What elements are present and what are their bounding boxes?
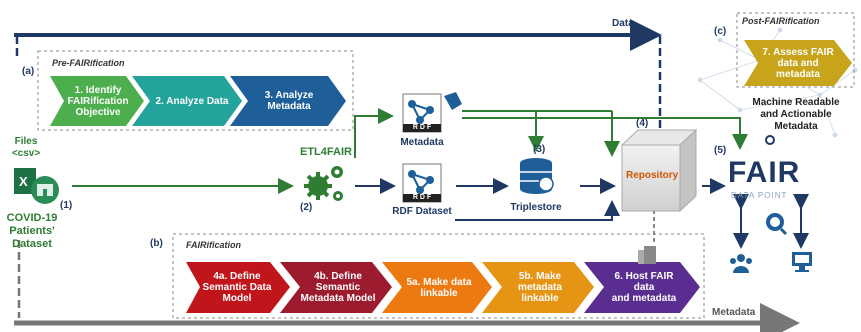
link-icon <box>765 135 775 145</box>
etl4fair-label: ETL4FAIR <box>300 146 352 158</box>
triplestore-icon <box>520 158 554 194</box>
fdp-title: FAIR <box>728 156 801 189</box>
machine-readable-label: Machine Readable and Actionable Metadata <box>752 97 840 132</box>
step-3-shape <box>230 76 346 126</box>
pre-fairification-box <box>37 50 354 131</box>
step-5b-label: 5b. Make metadata linkable <box>518 271 562 304</box>
rdf-to-repository-arrow <box>455 200 620 221</box>
metadata-label: Metadata <box>400 137 444 148</box>
section-c-tag: (c) <box>714 26 727 37</box>
section-a-tag: (a) <box>22 66 35 77</box>
step-2-label: 2. Analyze Data <box>155 95 229 107</box>
section-b-tag: (b) <box>150 238 163 249</box>
step-5b-shape <box>482 262 594 313</box>
step-4a-label: 4a. Define Semantic Data Model <box>202 271 272 304</box>
post-fairification-box <box>736 12 855 88</box>
triplestore-number: (3) <box>533 144 546 155</box>
gears-icon <box>304 166 343 201</box>
step-5a-label: 5a. Make data linkable <box>406 276 472 299</box>
step-1-label: 1. Identify FAIRification Objective <box>67 84 129 118</box>
computer-icon <box>792 252 812 272</box>
section-a-title: Pre-FAIRification <box>52 58 125 68</box>
users-icon <box>730 254 752 273</box>
fairification-box <box>172 233 705 319</box>
step-3-label: 3. Analyze Metadata <box>264 90 314 112</box>
step-6-label: 6. Host FAIR data and metadata <box>611 271 677 304</box>
rdf-dataset-badge: R D F <box>412 194 432 201</box>
svg-text:X: X <box>19 174 28 189</box>
repository-cube <box>620 128 698 213</box>
source-number: (1) <box>60 200 73 211</box>
step-7-shape <box>744 40 852 86</box>
fdp-number: (5) <box>714 145 727 156</box>
step-4b-shape <box>280 262 392 313</box>
step-4a-shape <box>186 262 290 313</box>
magnifier-icon <box>766 213 788 236</box>
excel-file-icon: X <box>14 168 59 204</box>
rdf-dataset-label: RDF Dataset <box>392 206 452 217</box>
metadata-flow-label: Metadata <box>712 307 756 318</box>
repository-number: (4) <box>636 118 649 129</box>
files-label: Files <csv> <box>11 136 41 159</box>
step-5a-shape <box>382 262 492 313</box>
step-4b-label: 4b. Define Semantic Metadata Model <box>300 271 376 304</box>
rdf-metadata-icon <box>402 92 462 133</box>
section-c-title: Post-FAIRification <box>742 16 820 26</box>
fdp-subtitle: DATA POINT <box>731 191 788 200</box>
metadata-to-fdp-arrow <box>462 117 748 150</box>
step-1-shape <box>50 76 144 126</box>
etl-number: (2) <box>300 202 313 213</box>
triplestore-label: Triplestore <box>510 202 562 213</box>
data-flow-label: Data <box>612 18 634 29</box>
step-7-label: 7. Assess FAIR data and metadata <box>762 46 834 80</box>
dataset-label: COVID-19 Patients' Dataset <box>6 212 58 250</box>
rdf-dataset-icon <box>402 163 442 203</box>
etl-to-metadata-arrow <box>354 108 394 158</box>
server-icon <box>638 246 656 264</box>
section-b-title: FAIRification <box>186 240 242 250</box>
repository-label: Repository <box>626 170 679 181</box>
rdf-metadata-badge: R D F <box>412 124 432 131</box>
step-2-shape <box>132 76 242 126</box>
step-6-shape <box>584 262 700 313</box>
